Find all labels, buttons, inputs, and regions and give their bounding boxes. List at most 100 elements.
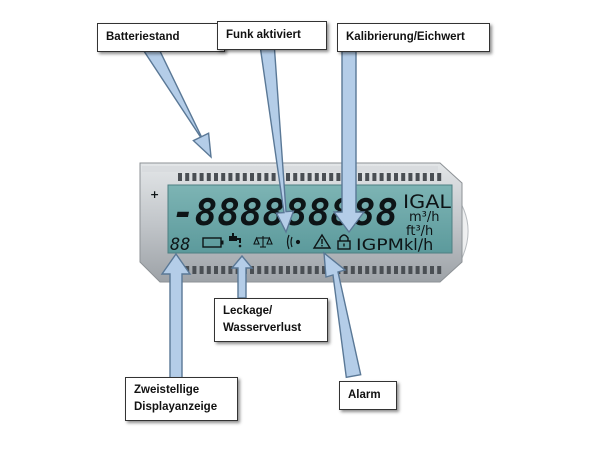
connector-pin: [307, 173, 312, 181]
unit-igal: IGAL: [403, 191, 451, 213]
connector-pin: [271, 266, 276, 274]
callout-arrows: [142, 42, 366, 379]
connector-pin: [199, 266, 204, 274]
label-two-digit-line1: Zweistellige: [134, 384, 200, 396]
connector-pin: [386, 173, 391, 181]
connector-pin: [192, 173, 197, 181]
label-two-digit: Zweistellige Displayanzeige: [125, 377, 238, 421]
connector-pin: [336, 173, 341, 181]
arrow-radio: [259, 42, 295, 234]
connector-pin: [293, 266, 298, 274]
label-battery-text: Batteriestand: [106, 31, 180, 43]
connector-pin: [300, 173, 305, 181]
connector-pin: [401, 266, 406, 274]
connector-pin: [322, 266, 326, 274]
connector-pin: [314, 173, 319, 181]
connector-pin: [408, 173, 413, 181]
connector-pin: [286, 173, 290, 181]
connector-pins-top: [178, 173, 442, 181]
connector-pin: [322, 173, 326, 181]
lcd-glass: [167, 184, 453, 254]
label-leak: Leckage/ Wasserverlust: [214, 298, 328, 342]
connector-pin: [329, 173, 334, 181]
connector-pin: [307, 266, 312, 274]
connector-pin: [192, 266, 197, 274]
unit-igpm: IGPM: [356, 235, 404, 254]
connector-pin: [394, 266, 398, 274]
connector-pins-bottom: [178, 266, 442, 274]
label-leak-line1: Leckage/: [223, 305, 273, 317]
label-alarm: Alarm: [339, 381, 397, 410]
connector-pin: [379, 173, 384, 181]
label-calibration-text: Kalibrierung/Eichwert: [346, 31, 465, 43]
label-alarm-text: Alarm: [348, 389, 381, 401]
arrow-battery: [142, 43, 212, 159]
connector-pin: [300, 266, 305, 274]
connector-pin: [206, 173, 211, 181]
connector-pin: [422, 266, 427, 274]
connector-pin: [430, 173, 434, 181]
lock-icon: [337, 234, 351, 250]
scale-icon: [253, 236, 273, 248]
connector-pin: [206, 266, 211, 274]
connector-pin: [415, 266, 420, 274]
connector-pin: [350, 266, 355, 274]
connector-pin: [185, 173, 190, 181]
connector-pin: [365, 173, 370, 181]
connector-pin: [257, 266, 262, 274]
connector-pin: [379, 266, 384, 274]
connector-pin: [199, 173, 204, 181]
label-radio-active: Funk aktiviert: [217, 21, 327, 50]
label-radio-text: Funk aktiviert: [226, 29, 301, 41]
unit-klh: kl/h: [404, 235, 433, 254]
connector-pin: [430, 266, 434, 274]
connector-pin: [257, 173, 262, 181]
arrow-alarm: [323, 251, 362, 379]
connector-pin: [221, 266, 226, 274]
connector-pin: [293, 173, 298, 181]
label-calibration: Kalibrierung/Eichwert: [337, 23, 490, 52]
connector-pin: [264, 173, 269, 181]
connector-pin: [228, 173, 233, 181]
arrow-twodigit: [160, 252, 192, 379]
connector-pin: [415, 173, 420, 181]
connector-pin: [228, 266, 233, 274]
connector-pin: [221, 173, 226, 181]
connector-pin: [437, 173, 442, 181]
connector-pin: [242, 173, 247, 181]
connector-pin: [422, 173, 427, 181]
connector-pin: [271, 173, 276, 181]
connector-pin: [394, 173, 398, 181]
unit-m3h: m³/h: [409, 210, 440, 225]
connector-pin: [250, 266, 254, 274]
unit-ft3h: ft³/h: [406, 224, 433, 239]
connector-pin: [250, 173, 254, 181]
label-two-digit-line2: Displayanzeige: [134, 401, 218, 413]
connector-pin: [286, 266, 290, 274]
label-battery-level: Batteriestand: [97, 23, 225, 52]
warning-icon: [312, 233, 332, 249]
connector-pin: [365, 266, 370, 274]
connector-pin: [372, 266, 377, 274]
connector-pin: [264, 266, 269, 274]
connector-pin: [358, 173, 362, 181]
connector-pin: [214, 173, 218, 181]
plus-sign: +: [150, 188, 159, 201]
connector-pin: [386, 266, 391, 274]
two-digit-display: 88: [170, 235, 190, 255]
connector-pin: [178, 173, 182, 181]
connector-pin: [214, 266, 218, 274]
radio-icon: [286, 234, 301, 250]
connector-pin: [408, 266, 413, 274]
battery-icon: [202, 237, 224, 248]
arrow-leak: [230, 254, 254, 299]
tap-leak-icon: [229, 233, 242, 248]
connector-pin: [278, 266, 283, 274]
connector-pin: [314, 266, 319, 274]
connector-pin: [235, 173, 240, 181]
label-leak-line2: Wasserverlust: [223, 322, 302, 334]
connector-pin: [401, 173, 406, 181]
connector-pin: [358, 266, 362, 274]
